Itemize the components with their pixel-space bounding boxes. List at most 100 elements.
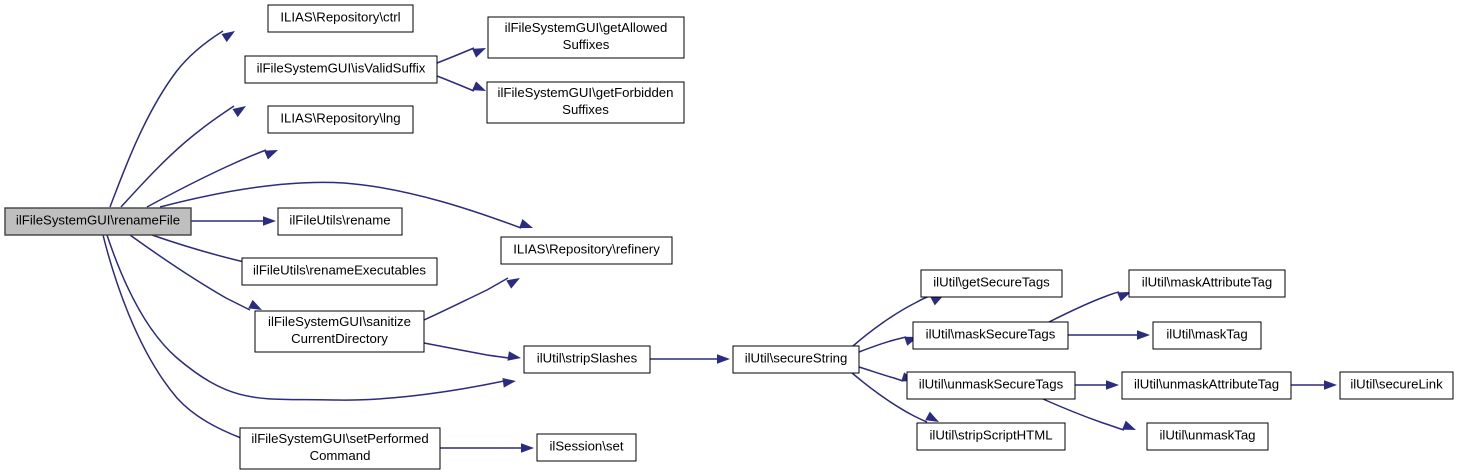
node-label: ilUtil\stripScriptHTML — [929, 428, 1052, 443]
node-label: ilFileSystemGUI\renameFile — [16, 213, 180, 228]
graph-node-unmaskTag[interactable]: ilUtil\unmaskTag — [1146, 422, 1269, 451]
graph-node-getSecureTags[interactable]: ilUtil\getSecureTags — [920, 269, 1063, 298]
graph-node-renameExecutables[interactable]: ilFileUtils\renameExecutables — [241, 257, 438, 286]
node-label: ilUtil\getSecureTags — [933, 275, 1050, 290]
arrow-head-icon — [472, 48, 486, 58]
arrow-head-icon — [717, 354, 730, 364]
arrow-head-icon — [507, 351, 521, 361]
arrow-head-icon — [1106, 380, 1119, 390]
arrow-head-icon — [264, 150, 278, 160]
node-box — [267, 105, 414, 134]
edge-renameFile-to-stripSlashes — [106, 234, 505, 401]
node-box — [912, 321, 1069, 350]
edge-renameFile-to-isValidSuffix — [120, 105, 235, 208]
node-box — [487, 16, 685, 59]
node-box — [4, 207, 192, 236]
node-label: ilUtil\stripSlashes — [537, 351, 638, 366]
arrow-head-icon — [1117, 292, 1131, 302]
edge-unmaskSecureTags-to-unmaskTag — [1042, 398, 1125, 431]
arrow-head-icon — [232, 106, 246, 118]
node-box — [244, 55, 438, 84]
arrow-head-icon — [472, 81, 486, 91]
edges-layer — [102, 30, 1325, 449]
graph-node-secureLink[interactable]: ilUtil\secureLink — [1339, 371, 1454, 400]
graph-node-maskAttributeTag[interactable]: ilUtil\maskAttributeTag — [1128, 269, 1286, 298]
node-box — [916, 422, 1066, 451]
arrow-head-icon — [925, 411, 939, 422]
node-label: ilFileUtils\rename — [289, 213, 390, 228]
node-label: ilUtil\maskTag — [1166, 327, 1247, 342]
edge-isValidSuffix-to-getForbiddenSuffixes — [436, 75, 475, 92]
edge-secureString-to-unmaskSecureTags — [858, 366, 904, 382]
graph-node-unmaskSecureTags[interactable]: ilUtil\unmaskSecureTags — [906, 371, 1076, 400]
graph-node-isValidSuffix[interactable]: ilFileSystemGUI\isValidSuffix — [244, 55, 438, 84]
graph-node-rename[interactable]: ilFileUtils\rename — [277, 207, 403, 236]
arrow-head-icon — [519, 219, 533, 229]
graph-node-ctrl[interactable]: ILIAS\Repository\ctrl — [267, 4, 414, 33]
node-box — [523, 345, 651, 374]
node-box — [500, 236, 673, 265]
graph-node-unmaskAttributeTag[interactable]: ilUtil\unmaskAttributeTag — [1121, 371, 1292, 400]
node-label: ilUtil\maskSecureTags — [926, 327, 1056, 342]
node-box — [1128, 269, 1286, 298]
node-label: ilSession\set — [549, 439, 623, 454]
node-label: ilUtil\maskAttributeTag — [1142, 275, 1272, 290]
node-box — [239, 427, 441, 470]
arrow-head-icon — [1122, 420, 1136, 430]
node-box — [277, 207, 403, 236]
graph-node-refinery[interactable]: ILIAS\Repository\refinery — [500, 236, 673, 265]
node-box — [254, 310, 425, 353]
node-box — [1152, 321, 1262, 350]
arrow-head-icon — [521, 443, 534, 453]
node-label: ILIAS\Repository\ctrl — [280, 10, 400, 25]
node-box — [486, 81, 685, 124]
graph-node-lng[interactable]: ILIAS\Repository\lng — [267, 105, 414, 134]
graph-node-maskSecureTags[interactable]: ilUtil\maskSecureTags — [912, 321, 1069, 350]
node-box — [906, 371, 1076, 400]
node-box — [1146, 422, 1269, 451]
graph-node-stripSlashes[interactable]: ilUtil\stripSlashes — [523, 345, 651, 374]
node-box — [732, 345, 860, 374]
node-box — [920, 269, 1063, 298]
edge-maskSecureTags-to-maskAttributeTag — [1048, 291, 1120, 323]
arrow-head-icon — [506, 278, 520, 289]
arrow-head-icon — [930, 295, 944, 306]
node-label: ilUtil\secureLink — [1350, 377, 1443, 392]
node-box — [241, 257, 438, 286]
node-label: ilUtil\unmaskSecureTags — [919, 377, 1064, 392]
edge-renameFile-to-ctrl — [109, 30, 224, 208]
edge-sanitizeCurrentDirectory-to-refinery — [423, 277, 509, 321]
arrow-head-icon — [248, 299, 262, 310]
node-label: ilUtil\secureString — [745, 351, 848, 366]
edge-renameFile-to-refinery — [159, 181, 522, 229]
node-label: ilUtil\unmaskAttributeTag — [1134, 377, 1279, 392]
graph-node-ilSessionSet[interactable]: ilSession\set — [536, 433, 637, 462]
node-box — [1339, 371, 1454, 400]
edge-isValidSuffix-to-getAllowedSuffixes — [436, 47, 475, 64]
arrow-head-icon — [1324, 380, 1337, 390]
graph-node-renameFile[interactable]: ilFileSystemGUI\renameFile — [4, 207, 192, 236]
node-label: ilFileSystemGUI\isValidSuffix — [257, 61, 426, 76]
edge-renameFile-to-setPerformedCommand — [102, 234, 242, 439]
graph-node-stripScriptHTML[interactable]: ilUtil\stripScriptHTML — [916, 422, 1066, 451]
node-box — [536, 433, 637, 462]
edge-renameFile-to-lng — [146, 149, 267, 208]
arrow-head-icon — [263, 216, 276, 226]
node-box — [1121, 371, 1292, 400]
edge-secureString-to-maskSecureTags — [858, 336, 907, 353]
graph-node-maskTag[interactable]: ilUtil\maskTag — [1152, 321, 1262, 350]
node-label: ILIAS\Repository\refinery — [513, 242, 660, 257]
node-box — [267, 4, 414, 33]
node-label: ILIAS\Repository\lng — [280, 111, 400, 126]
graph-node-secureString[interactable]: ilUtil\secureString — [732, 345, 860, 374]
